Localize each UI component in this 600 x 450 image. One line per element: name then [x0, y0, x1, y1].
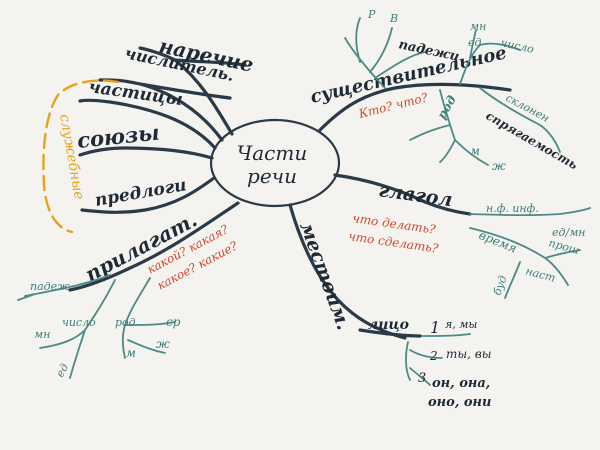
label-pronoun: местоим. [295, 219, 354, 333]
pronoun-second-forms: ты, вы [446, 347, 492, 361]
adj-number-mn: мн [34, 328, 50, 341]
verb-sub-form [469, 207, 591, 217]
pronoun-third-forms-1: он, она, [432, 376, 490, 391]
adj-sub-gender [121, 277, 176, 359]
pronoun-sub-person [358, 328, 422, 338]
verb-time: время [477, 228, 519, 256]
pronoun-third: 3 [418, 371, 426, 386]
pronoun-first-forms: я, мы [445, 318, 477, 331]
noun-case-v: В [389, 12, 398, 25]
noun-gender: род [434, 93, 458, 121]
noun-gender-m: м [470, 144, 480, 158]
pronoun-person: лицо [368, 317, 409, 333]
branch-verb [333, 173, 472, 216]
branch-conjunction [78, 146, 214, 160]
adj-gender: род [115, 316, 136, 329]
branch-pronoun [288, 203, 407, 340]
branch-noun [318, 82, 512, 132]
adj-number-ed: ед [53, 361, 71, 379]
verb-sub-time [469, 227, 581, 299]
noun-number-ed: ед [468, 36, 482, 49]
adj-cases: падеж [30, 280, 70, 293]
noun-sub-declension [479, 87, 561, 153]
branch-particle [78, 98, 217, 150]
adj-gender-zh: ж [156, 337, 170, 351]
noun-number-mn: мн [470, 20, 486, 33]
center-title-line1: Части [237, 141, 307, 165]
pronoun-person-connector [405, 333, 471, 386]
verb-time-future: буд [491, 274, 510, 297]
pronoun-first: 1 [430, 318, 440, 337]
service-bracket [42, 79, 120, 234]
noun-sub-gender [409, 89, 489, 166]
verb-time-present: наст [524, 264, 557, 284]
noun-case-r: Р [367, 8, 376, 21]
adj-gender-m: м [126, 346, 136, 360]
label-preposition: предлоги [93, 175, 188, 211]
adj-number: число [62, 316, 96, 329]
verb-form: н.ф. инф. [486, 202, 539, 215]
center-node [209, 118, 341, 208]
adj-sub-cases [17, 274, 111, 301]
pronoun-second: 2 [429, 349, 438, 363]
noun-gender-zh: ж [492, 159, 506, 173]
pronoun-third-forms-2: оно, они [428, 395, 491, 410]
label-verb: глагол [377, 179, 454, 211]
adj-gender-sr: ср [166, 315, 181, 329]
branch-preposition [80, 176, 216, 214]
adj-sub-number [39, 279, 116, 379]
noun-sub-number [459, 29, 521, 85]
center-title-line2: речи [247, 164, 297, 188]
branch-adverb [138, 46, 247, 136]
verb-number: ед/мн [552, 226, 586, 239]
label-service-words: служебные [56, 113, 87, 201]
noun-sub-cases [344, 17, 426, 89]
branch-adjective [68, 201, 240, 292]
